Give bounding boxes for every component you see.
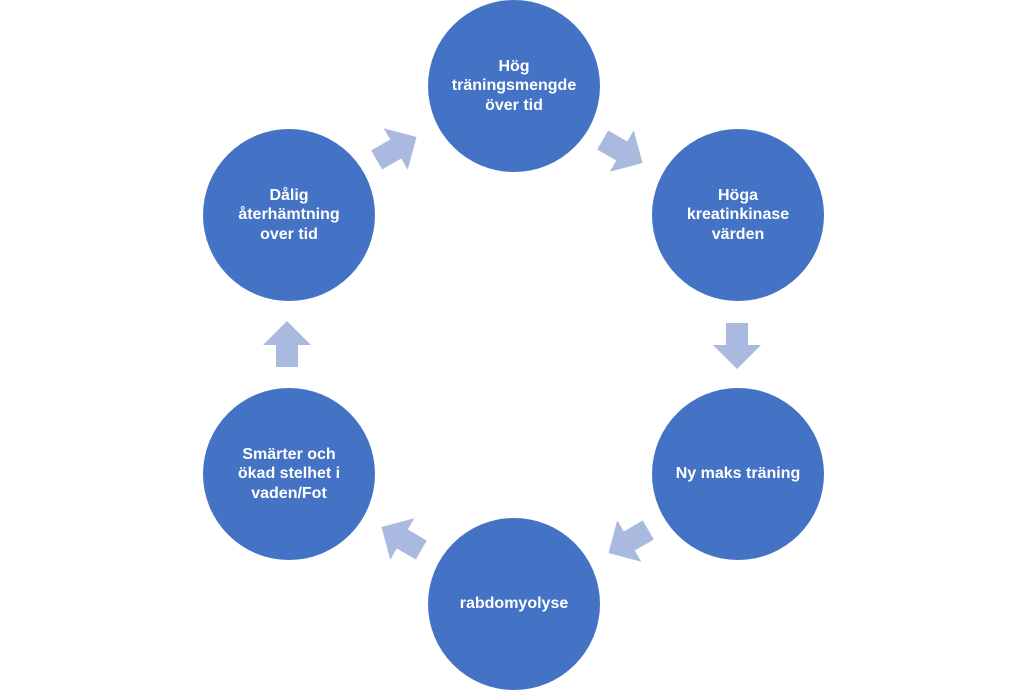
node-label: Smärter och ökad stelhet i vaden/Fot bbox=[237, 445, 341, 502]
arrow-lower-left-to-upper-left bbox=[263, 321, 311, 367]
node-label: Dålig återhämtning over tid bbox=[238, 186, 340, 243]
arrow-top-to-right bbox=[597, 130, 643, 172]
arrow-right-to-lower-right bbox=[713, 323, 761, 369]
node-rabdomyolyse: rabdomyolyse bbox=[428, 518, 600, 690]
arrow-bottom-to-lower-left bbox=[381, 518, 427, 560]
node-label: rabdomyolyse bbox=[459, 595, 569, 613]
node-smarter-stelhet: Smärter och ökad stelhet i vaden/Fot bbox=[203, 388, 375, 560]
node-dalig-aterhamtning: Dålig återhämtning over tid bbox=[203, 129, 375, 301]
node-label: Hög träningsmengde över tid bbox=[451, 57, 577, 114]
arrow-lower-right-to-bottom bbox=[608, 520, 654, 562]
arrow-upper-left-to-top bbox=[371, 128, 417, 170]
node-ny-maks-traning: Ny maks träning bbox=[652, 388, 824, 560]
node-label: Ny maks träning bbox=[675, 465, 801, 483]
node-label: Höga kreatinkinase värden bbox=[686, 186, 790, 243]
node-hoga-kreatinkinase: Höga kreatinkinase värden bbox=[652, 129, 824, 301]
node-hog-traningsmangd: Hög träningsmengde över tid bbox=[428, 0, 600, 172]
